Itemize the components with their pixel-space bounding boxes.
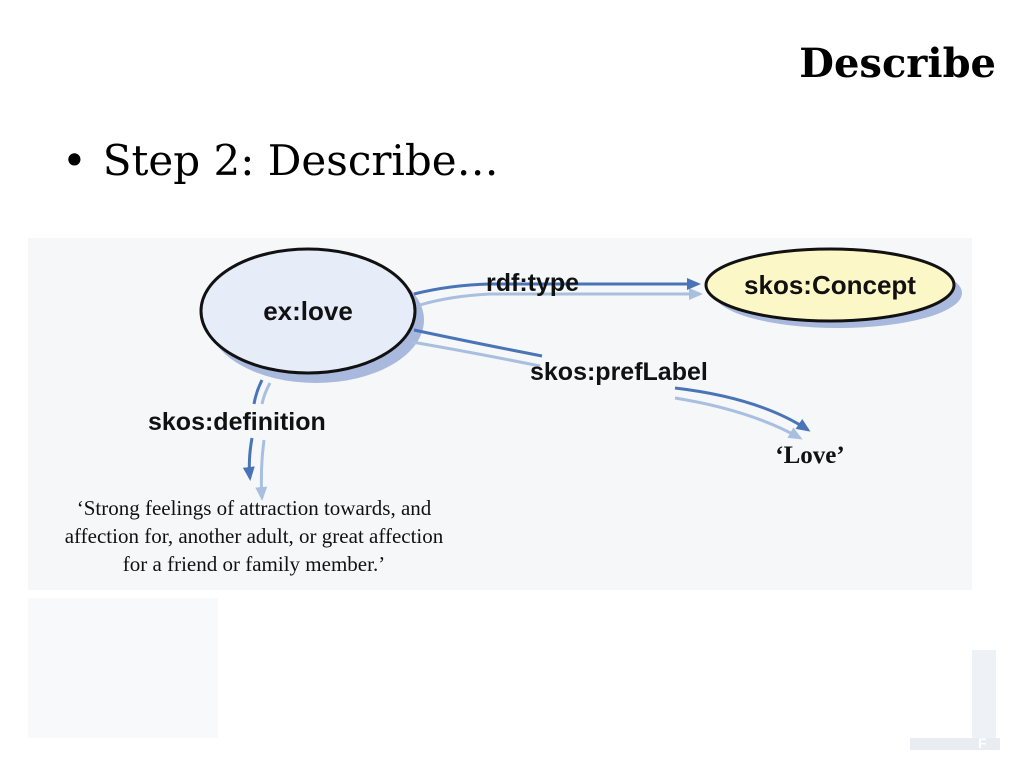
svg-text:F: F — [978, 735, 987, 750]
subject-node-label: ex:love — [263, 296, 353, 326]
slide-title: Describe — [799, 40, 996, 87]
definition-edge-start — [252, 379, 264, 405]
faint-logo-icon: F — [910, 650, 1000, 750]
preflabel-edge-start-shadow — [411, 340, 541, 368]
definition-edge-label: skos:definition — [148, 408, 326, 436]
preflabel-edge-start — [413, 328, 543, 358]
concept-node-label: skos:Concept — [744, 270, 916, 300]
bullet-text: Step 2: Describe… — [102, 136, 499, 185]
type-edge-shadow — [419, 288, 703, 307]
definition-edge-end — [242, 437, 255, 481]
preflabel-edge-end — [674, 386, 811, 432]
preflabel-edge-label: skos:prefLabel — [530, 358, 708, 386]
faint-background-block — [28, 598, 218, 738]
preflabel-literal: ‘Love’ — [775, 442, 844, 469]
concept-node — [704, 247, 956, 323]
definition-edge-start-shadow — [260, 382, 272, 405]
preflabel-edge-end-shadow — [674, 396, 803, 440]
type-edge — [413, 278, 701, 296]
definition-literal-line-3: for a friend or family member.’ — [123, 552, 385, 576]
type-edge-label: rdf:type — [486, 269, 579, 297]
definition-edge-end-shadow — [255, 439, 268, 501]
definition-literal-line-2: affection for, another adult, or great a… — [65, 524, 444, 548]
subject-node — [199, 247, 417, 375]
bullet-glyph: • — [62, 136, 87, 185]
bullet-item: • Step 2: Describe… — [62, 136, 499, 185]
definition-literal-line-1: ‘Strong feelings of attraction towards, … — [77, 496, 432, 520]
